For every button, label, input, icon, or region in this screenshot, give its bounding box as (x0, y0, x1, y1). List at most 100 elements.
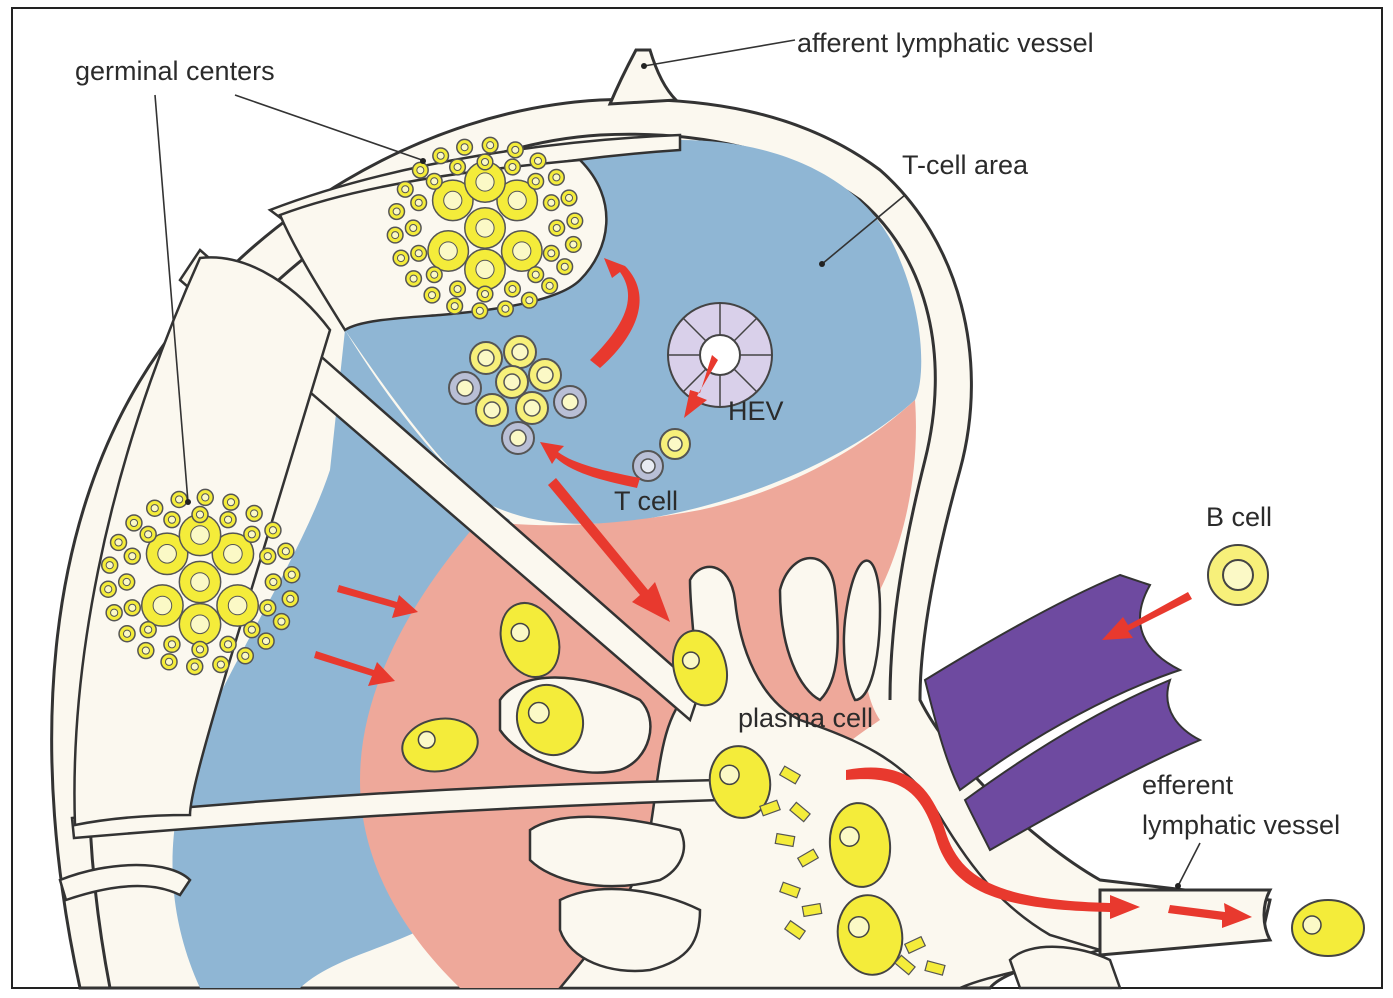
small-lymphocyte-nucleus (191, 663, 198, 670)
small-lymphocyte-nucleus (526, 297, 533, 304)
small-lymphocyte-nucleus (227, 499, 234, 506)
small-lymphocyte-nucleus (165, 658, 172, 665)
small-lymphocyte-nucleus (548, 199, 555, 206)
centroblast-cell-nucleus (158, 544, 177, 563)
small-lymphocyte-nucleus (392, 232, 399, 239)
small-lymphocyte-nucleus (130, 519, 137, 526)
small-lymphocyte-nucleus (168, 516, 175, 523)
label-hev: HEV (728, 396, 784, 426)
small-lymphocyte-nucleus (481, 291, 488, 298)
small-lymphocyte-nucleus (509, 163, 516, 170)
small-lymphocyte-nucleus (248, 531, 255, 538)
centroblast-cell-nucleus (191, 615, 210, 634)
small-lymphocyte-nucleus (262, 637, 269, 644)
small-lymphocyte-nucleus (224, 516, 231, 523)
small-lymphocyte-nucleus (461, 144, 468, 151)
small-lymphocyte-nucleus (410, 275, 417, 282)
label-afferent-vessel: afferent lymphatic vessel (797, 28, 1094, 58)
small-lymphocyte-nucleus (570, 241, 577, 248)
small-lymphocyte-nucleus (481, 158, 488, 165)
small-lymphocyte-nucleus (454, 285, 461, 292)
small-lymphocyte-nucleus (415, 199, 422, 206)
small-lymphocyte-nucleus (196, 646, 203, 653)
lymphocyte-nucleus (478, 350, 494, 366)
hev-vessel (668, 303, 772, 407)
small-lymphocyte-nucleus (437, 152, 444, 159)
medullary-sinus-finger (530, 817, 684, 886)
centroblast-cell-nucleus (508, 191, 526, 209)
lymphocyte-nucleus (512, 344, 528, 360)
small-lymphocyte-nucleus (561, 263, 568, 270)
small-lymphocyte-nucleus (571, 217, 578, 224)
plasma-cell-nucleus (840, 827, 859, 846)
centroblast-cell-nucleus (191, 573, 210, 592)
small-lymphocyte-nucleus (546, 282, 553, 289)
small-lymphocyte-nucleus (115, 539, 122, 546)
centroblast-cell-nucleus (513, 242, 531, 260)
small-lymphocyte-nucleus (251, 510, 258, 517)
small-lymphocyte-nucleus (106, 562, 113, 569)
lymphocyte-nucleus (510, 430, 526, 446)
small-lymphocyte-nucleus (129, 604, 136, 611)
small-lymphocyte-nucleus (287, 595, 294, 602)
centroblast-cell-nucleus (153, 596, 172, 615)
small-lymphocyte-nucleus (123, 630, 130, 637)
label-t-cell-area: T-cell area (902, 150, 1029, 180)
lymphocyte-nucleus (562, 394, 578, 410)
lymphocyte-nucleus (457, 380, 473, 396)
small-lymphocyte-nucleus (269, 527, 276, 534)
plasma-cell-nucleus (529, 703, 549, 723)
small-lymphocyte-nucleus (129, 553, 136, 560)
label-t-cell: T cell (614, 486, 678, 516)
small-lymphocyte-nucleus (176, 496, 183, 503)
small-lymphocyte-nucleus (487, 142, 494, 149)
small-lymphocyte-nucleus (217, 661, 224, 668)
small-lymphocyte-nucleus (410, 224, 417, 231)
efferent-plasma-cell (1292, 900, 1364, 956)
small-lymphocyte-nucleus (168, 641, 175, 648)
plasma-cell-nucleus (511, 623, 529, 641)
small-lymphocyte-nucleus (142, 647, 149, 654)
small-lymphocyte-nucleus (105, 586, 112, 593)
small-lymphocyte-nucleus (151, 505, 158, 512)
small-lymphocyte-nucleus (476, 307, 483, 314)
small-lymphocyte-nucleus (502, 305, 509, 312)
afferent-vessel (610, 50, 676, 104)
small-lymphocyte-nucleus (196, 511, 203, 518)
small-lymphocyte-nucleus (288, 571, 295, 578)
small-lymphocyte-nucleus (397, 255, 404, 262)
lymphocyte-nucleus (537, 367, 553, 383)
plasma-cell-nucleus (418, 731, 435, 748)
centroblast-cell-nucleus (439, 242, 457, 260)
small-lymphocyte-nucleus (417, 167, 424, 174)
centroblast-cell-nucleus (476, 173, 494, 191)
small-lymphocyte-nucleus (553, 174, 560, 181)
small-lymphocyte-nucleus (566, 194, 573, 201)
small-lymphocyte-nucleus (264, 553, 271, 560)
label-lymphatic-vessel: lymphatic vessel (1142, 810, 1340, 840)
label-plasma-cell: plasma cell (738, 703, 873, 733)
small-lymphocyte-nucleus (145, 531, 152, 538)
small-lymphocyte-nucleus (532, 178, 539, 185)
lymphocyte-nucleus (504, 374, 520, 390)
small-lymphocyte-nucleus (202, 494, 209, 501)
small-lymphocyte-nucleus (431, 178, 438, 185)
small-lymphocyte-nucleus (264, 604, 271, 611)
small-lymphocyte-nucleus (270, 578, 277, 585)
small-lymphocyte-nucleus (393, 208, 400, 215)
centroblast-cell-nucleus (476, 219, 494, 237)
label-b-cell: B cell (1206, 502, 1272, 532)
label-efferent: efferent (1142, 770, 1234, 800)
small-lymphocyte-nucleus (224, 641, 231, 648)
small-lymphocyte-nucleus (123, 578, 130, 585)
plasma-cell-nucleus (849, 917, 869, 937)
small-lymphocyte-nucleus (553, 224, 560, 231)
small-lymphocyte-nucleus (278, 618, 285, 625)
small-lymphocyte-nucleus (428, 292, 435, 299)
small-lymphocyte-nucleus (402, 186, 409, 193)
small-lymphocyte-nucleus (454, 163, 461, 170)
centroblast-cell-nucleus (224, 544, 243, 563)
small-lymphocyte-nucleus (415, 250, 422, 257)
small-lymphocyte-nucleus (242, 652, 249, 659)
